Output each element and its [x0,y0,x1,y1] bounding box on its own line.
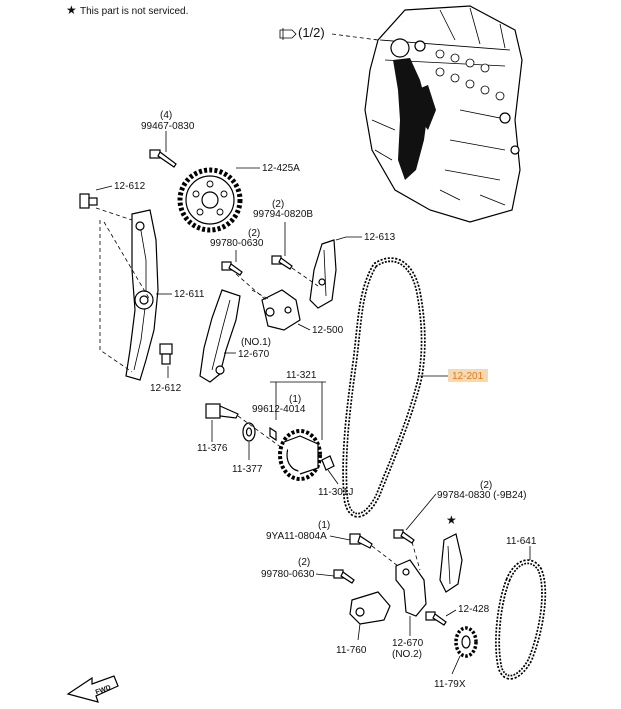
oil-pump-chain-guide [439,533,463,593]
guide-dash-lines [95,207,151,373]
washer-11377 [242,422,256,442]
part-11641: 11-641 [506,536,537,547]
part-9ya11: 9YA11-0804A [266,531,327,542]
part-11376: 11-376 [197,443,228,454]
leader-12428 [445,609,457,617]
bolt-99784 [393,529,415,544]
tensioner-11760 [349,591,391,625]
part-11321: 11-321 [286,370,317,381]
engine-reference-arrow-icon [279,28,297,40]
crank-sprocket-11321 [278,429,322,481]
chain-guide-12611 [125,209,159,381]
leader-12612-upper [95,185,113,191]
leader-1179x [451,655,461,675]
part-11377: 11-377 [232,464,263,475]
engine-reference-dash [331,33,401,51]
leader-99784 [405,493,437,531]
arm-dash [291,267,319,287]
part-12613: 12-613 [364,232,396,243]
camshaft-sprocket-12425a [177,167,243,233]
part-12611: 12-611 [174,289,205,300]
qty-9ya11: (1) [318,520,330,531]
qty-12670-no2: (NO.2) [392,649,422,660]
qty-99612: (1) [289,394,301,405]
pivot-bolt-12612-lower [159,343,173,365]
bolt-99780-upper [221,261,243,276]
part-11301j: 11-301J [318,487,353,498]
pivot-bolt-12612-upper [79,193,98,209]
leader-12500 [297,323,311,331]
part-99780-lower: 99780-0630 [261,569,315,580]
part-12670-no2: 12-670 [392,638,424,649]
part-12612-upper: 12-612 [114,181,146,192]
part-12670-no1: 12-670 [238,349,270,360]
qty-99467: (4) [160,110,172,121]
not-serviced-note: This part is not serviced. [80,6,188,17]
qty-99794: (2) [272,199,284,210]
part-99794: 99794-0820B [253,209,313,220]
front-direction-arrow-icon: FWD [66,675,119,703]
tensioner-arm-12670-no2 [395,559,427,617]
qty-99780-upper: (2) [248,228,260,239]
not-serviced-star-icon: ★ [66,3,77,17]
leader-11301j [327,469,339,485]
part-99467: 99467-0830 [141,121,195,132]
part-12500: 12-500 [312,325,344,336]
bolt-9ya11 [349,533,373,549]
leader-9ya11 [329,535,351,541]
bolt-99780-lower [333,569,355,584]
oil-pump-sprocket-1179x [454,626,478,658]
part-12425a: 12-425A [262,163,300,174]
timing-chain-12201 [342,257,426,518]
qty-99784: (2) [480,480,492,491]
not-serviced-marker-icon: ★ [446,513,457,527]
bolt-12428 [425,611,447,626]
part-99780-upper: 99780-0630 [210,238,264,249]
part-12201: 12-201 [452,371,484,382]
tensioner-no2-dash [371,541,421,571]
engine-block-illustration [364,5,523,223]
crank-bolt-11376 [205,403,239,419]
leader-11760 [357,623,361,641]
qty-99780-lower: (2) [298,557,310,568]
tensioner-arm-12613 [309,239,337,309]
tensioner-arm-12670-no1 [199,289,241,383]
chain-tensioner-12500 [261,289,301,331]
crank-dash [237,415,283,449]
part-11760: 11-760 [336,645,367,656]
part-12612-lower: 12-612 [150,383,182,394]
qty-12670-no1: (NO.1) [241,337,271,348]
part-99612: 99612-4014 [252,404,306,415]
engine-reference-label: (1/2) [298,25,325,40]
key-99612 [269,426,277,442]
bolt-99794 [271,255,293,270]
leader-12613 [335,236,362,241]
tensioner-dash [235,273,271,301]
part-12201-highlight [448,369,488,382]
part-1179x: 11-79X [434,679,466,690]
bolt-99467 [149,149,177,168]
part-99784: 99784-0830 (-9B24) [437,490,527,501]
bracket-11321 [270,381,326,440]
oil-pump-chain-11641 [495,559,547,680]
part-12428: 12-428 [458,604,490,615]
pulley-key-11301j [321,455,335,471]
leader-99780-lower [315,573,335,577]
